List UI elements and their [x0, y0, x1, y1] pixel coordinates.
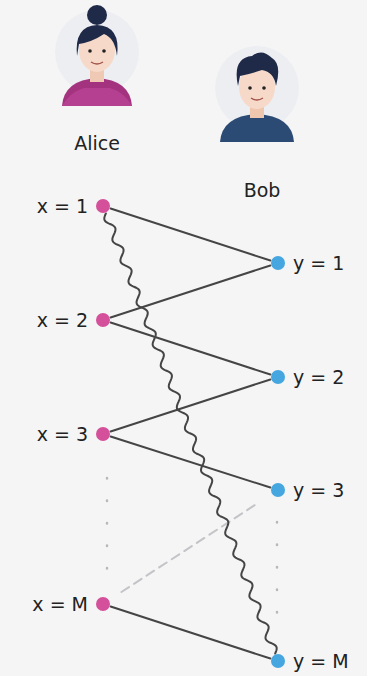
alice-shirt-shade: [62, 88, 132, 106]
bob-avatar: [215, 46, 299, 142]
connector-line: [111, 606, 271, 658]
alice-mouth: [91, 62, 103, 64]
input-label: x = 1: [37, 196, 88, 217]
input-label: y = 3: [293, 480, 344, 501]
wavy-connector: [104, 213, 276, 653]
input-label: y = 2: [293, 367, 344, 388]
alice-input-dot: x = 3: [96, 427, 110, 441]
alice-hair: [77, 25, 118, 56]
bob-mouth: [251, 98, 263, 100]
alice-bun: [87, 5, 107, 25]
avatar-halo: [215, 46, 299, 130]
input-label: x = 2: [37, 310, 88, 331]
bob-input-dot: y = 2: [271, 370, 285, 384]
connector-line: [111, 208, 271, 260]
dashed-connector: [121, 502, 259, 592]
bob-input-dot: y = 3: [271, 483, 285, 497]
player-name: Bob: [244, 180, 281, 201]
ellipsis-dots: [276, 522, 279, 632]
alice-input-dot: x = 1: [96, 199, 110, 213]
player-name: Alice: [74, 133, 120, 154]
alice-eye: [102, 49, 106, 53]
bob-input-dot: y = M: [271, 654, 285, 668]
input-label: y = 1: [293, 253, 344, 274]
input-label: x = 3: [37, 424, 88, 445]
bob-hair: [237, 52, 279, 86]
bob-eye: [262, 86, 266, 90]
connector-line: [111, 379, 271, 431]
alice-input-dot: x = M: [96, 597, 110, 611]
bob-eye: [248, 86, 252, 90]
input-label: y = M: [293, 651, 349, 672]
bob-input-dot: y = 1: [271, 256, 285, 270]
input-label: x = M: [32, 594, 88, 615]
alice-shirt: [62, 78, 132, 106]
bob-shirt: [220, 114, 294, 142]
connector-line: [111, 436, 271, 487]
connector-line: [111, 322, 271, 374]
alice-avatar: [55, 5, 139, 106]
alice-input-dot: x = 2: [96, 313, 110, 327]
alice-eye: [88, 49, 92, 53]
ellipsis-dots: [106, 478, 109, 572]
connector-line: [111, 265, 271, 317]
